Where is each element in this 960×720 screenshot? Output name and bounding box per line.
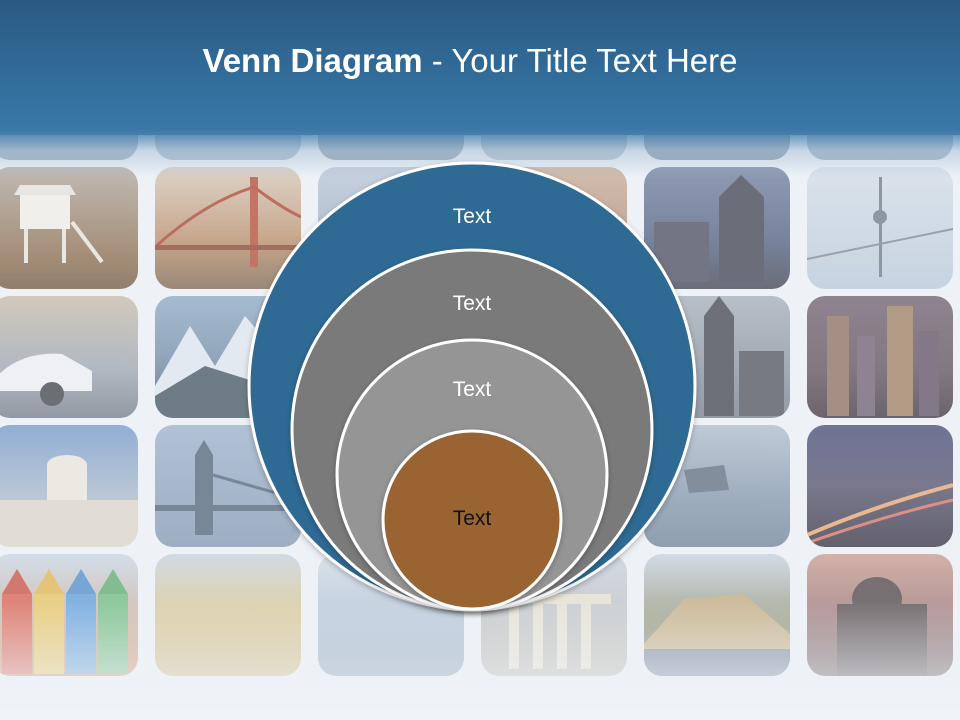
- skyline-icon: [827, 306, 939, 416]
- car-icon: [0, 353, 92, 406]
- tv-tower-icon: [807, 177, 953, 277]
- photo-tile-golden-gate-bridge: [155, 167, 301, 289]
- ship-icon: [684, 465, 729, 493]
- title-bar: [0, 0, 960, 135]
- bottom-fade: [0, 600, 960, 720]
- photo-tile-tv-tower: [807, 167, 953, 289]
- slide-title-bold: Venn Diagram: [202, 42, 423, 79]
- bridge-icon: [155, 177, 301, 267]
- photo-tile-old-town-night: [644, 167, 790, 289]
- photo-tile-skyline-night: [807, 296, 953, 418]
- leaning-tower-icon: [0, 455, 138, 547]
- photo-tile-sports-car: [0, 296, 138, 418]
- venn-ring-third-label: Text: [452, 378, 492, 401]
- slide-title: Venn Diagram - Your Title Text Here: [0, 42, 940, 80]
- photo-tile-light-trails: [807, 425, 953, 547]
- venn-ring-core-label: Text: [452, 507, 492, 530]
- venn-ring-outer-label: Text: [452, 205, 492, 228]
- tower-icon: [704, 296, 784, 416]
- photo-tile-leaning-tower: [0, 425, 138, 547]
- slide-title-rest: - Your Title Text Here: [422, 42, 738, 79]
- lifeguard-tower-icon: [14, 185, 104, 264]
- light-trails-icon: [807, 483, 953, 545]
- venn-ring-core: [381, 429, 563, 611]
- venn-ring-second-label: Text: [452, 292, 492, 315]
- photo-tile-lifeguard-tower: [0, 167, 138, 289]
